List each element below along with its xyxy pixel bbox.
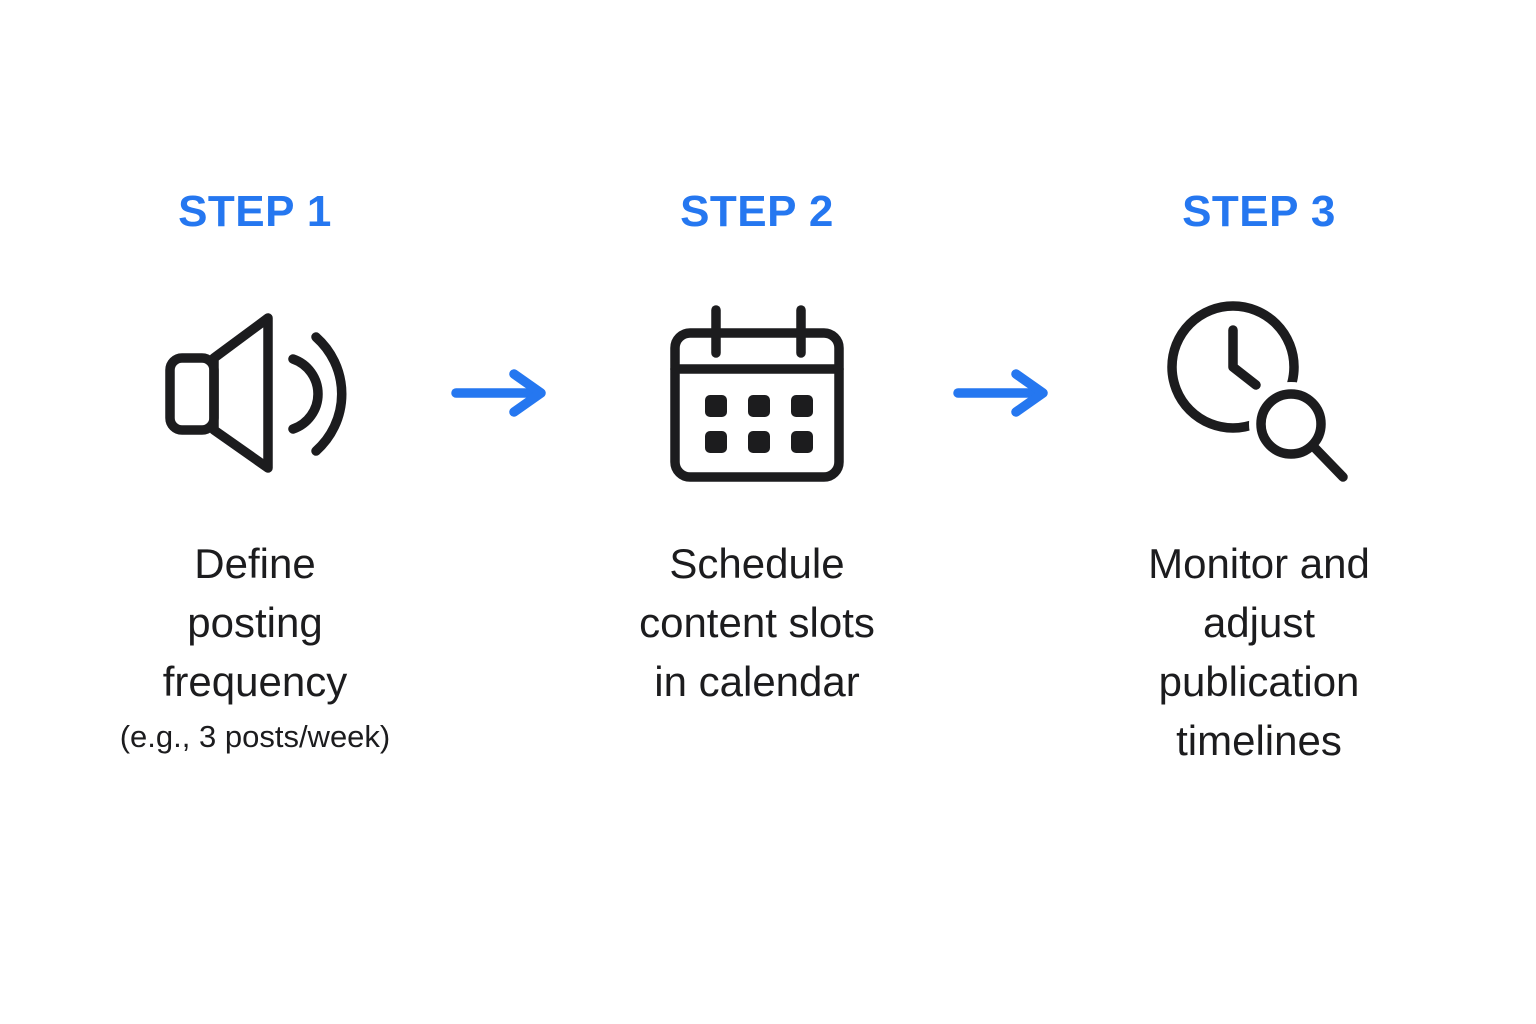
clock-search-icon [1167,301,1351,485]
step-2-caption: Schedule content slots in calendar [557,534,957,711]
right-arrow-icon [451,369,546,417]
caption-line: Monitor and [1148,540,1370,587]
step-3: STEP 3 Monitor and adjust publication ti… [1059,186,1459,770]
step-2-label: STEP 2 [680,187,834,236]
caption-line: Schedule [669,540,845,587]
arrow-step2-to-step3 [952,369,1052,417]
calendar-icon [670,305,844,482]
step-1-icon-box [163,302,347,484]
step-1-caption: Define posting frequency [55,534,455,711]
caption-line: timelines [1176,717,1342,764]
step-3-icon-box [1167,301,1351,485]
speaker-icon [165,313,347,473]
right-arrow-icon [953,369,1048,417]
caption-line: posting [187,599,323,646]
step-2-icon-box [668,302,846,484]
step-1-label: STEP 1 [178,187,332,236]
step-1: STEP 1 Define posting frequency (e.g., 3… [55,186,455,757]
step-3-caption: Monitor and adjust publication timelines [1059,534,1459,770]
arrow-step1-to-step2 [450,369,550,417]
step-3-label: STEP 3 [1182,187,1336,236]
caption-line: Define [194,540,316,587]
caption-line: in calendar [654,658,860,705]
caption-line: frequency [162,658,348,705]
caption-line: content slots [639,599,875,646]
step-1-note: (e.g., 3 posts/week) [119,719,391,754]
caption-line: publication [1158,658,1360,705]
step-2: STEP 2 Schedule content slots in calenda… [557,186,957,711]
caption-line: adjust [1202,599,1316,646]
